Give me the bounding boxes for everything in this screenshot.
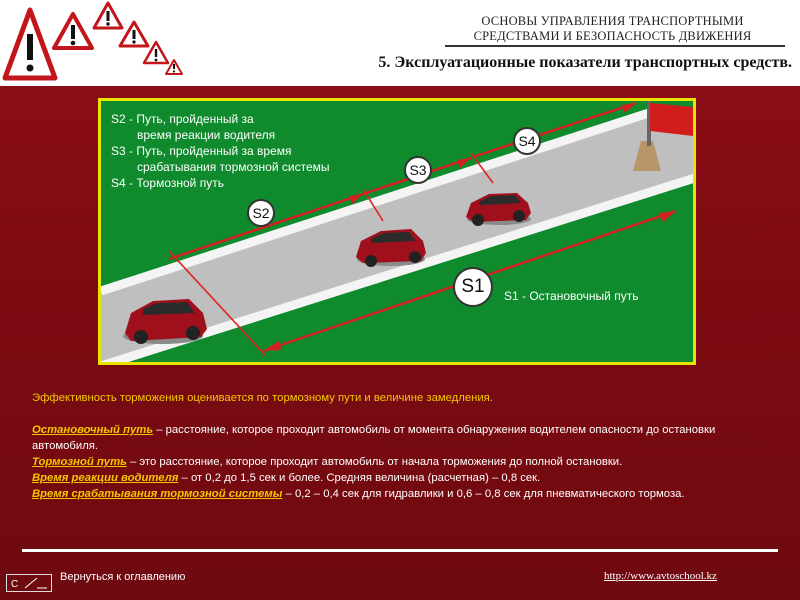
warning-triangle-icon — [92, 1, 124, 30]
definition-braking-distance: Тормозной путь – это расстояние, которое… — [32, 454, 772, 470]
definition-stopping-distance: Остановочный путь – расстояние, которое … — [32, 422, 772, 454]
car-icon — [123, 299, 207, 344]
road-scene — [101, 101, 693, 362]
legend: S2 - Путь, пройденный за время реакции в… — [111, 111, 330, 191]
slide-title: 5. Эксплуатационные показатели транспорт… — [378, 54, 792, 71]
s1-label: S1 - Остановочный путь — [504, 289, 639, 303]
term-label: Остановочный путь — [32, 424, 154, 436]
footer-divider — [22, 549, 778, 552]
home-button[interactable]: C — [6, 574, 52, 592]
home-slash-icon: C — [11, 577, 47, 590]
legend-s3: S3 - Путь, пройденный за время — [111, 144, 292, 158]
legend-s4: S4 - Тормозной путь — [111, 176, 224, 190]
term-text: – расстояние, которое проходит автомобил… — [32, 424, 716, 452]
term-text: – от 0,2 до 1,5 сек и более. Средняя вел… — [178, 472, 541, 484]
back-to-contents-link[interactable]: Вернуться к оглавлению — [60, 571, 186, 583]
term-text: – это расстояние, которое проходит автом… — [126, 456, 623, 468]
warning-triangle-icon — [2, 7, 58, 81]
s4-badge: S4 — [513, 127, 541, 155]
course-title: ОСНОВЫ УПРАВЛЕНИЯ ТРАНСПОРТНЫМИ СРЕДСТВА… — [440, 14, 785, 44]
term-label: Время срабатывания тормозной системы — [32, 488, 283, 500]
title-divider — [445, 45, 785, 47]
s2-arrow — [168, 192, 364, 261]
definition-brake-response-time: Время срабатывания тормозной системы – 0… — [32, 486, 772, 502]
term-label: Время реакции водителя — [32, 472, 179, 484]
course-title-line2: СРЕДСТВАМИ И БЕЗОПАСНОСТЬ ДВИЖЕНИЯ — [473, 29, 752, 43]
warning-flag-icon — [633, 101, 693, 171]
course-title-line1: ОСНОВЫ УПРАВЛЕНИЯ ТРАНСПОРТНЫМИ — [481, 14, 744, 28]
definition-reaction-time: Время реакции водителя – от 0,2 до 1,5 с… — [32, 470, 772, 486]
s2-badge: S2 — [247, 199, 275, 227]
legend-s3-cont: срабатывания тормозной системы — [137, 160, 330, 174]
svg-text:C: C — [11, 579, 18, 590]
car-icon — [466, 193, 531, 226]
road-edge-line — [101, 104, 663, 296]
warning-triangle-icon — [165, 59, 183, 75]
legend-s2-cont: время реакции водителя — [137, 128, 276, 142]
car-icon — [356, 229, 426, 267]
s4-arrow — [472, 101, 637, 159]
warning-triangle-icon — [52, 12, 94, 50]
lead-sentence: Эффективность торможения оценивается по … — [32, 392, 493, 404]
header: ОСНОВЫ УПРАВЛЕНИЯ ТРАНСПОРТНЫМИ СРЕДСТВА… — [0, 0, 800, 86]
term-label: Тормозной путь — [32, 456, 127, 468]
braking-distance-illustration: S2 - Путь, пройденный за время реакции в… — [98, 98, 696, 365]
s1-badge: S1 — [453, 267, 493, 307]
legend-s2: S2 - Путь, пройденный за — [111, 112, 254, 126]
warning-signs-logo — [2, 1, 183, 81]
warning-triangle-icon — [118, 20, 150, 48]
s3-badge: S3 — [404, 156, 432, 184]
website-link[interactable]: http://www.avtoschool.kz — [604, 570, 717, 582]
definitions-text: Эффективность торможения оценивается по … — [32, 390, 772, 502]
distance-ticks — [168, 152, 494, 357]
warning-triangle-icon — [142, 40, 170, 65]
term-text: – 0,2 – 0,4 сек для гидравлики и 0,6 – 0… — [282, 488, 685, 500]
